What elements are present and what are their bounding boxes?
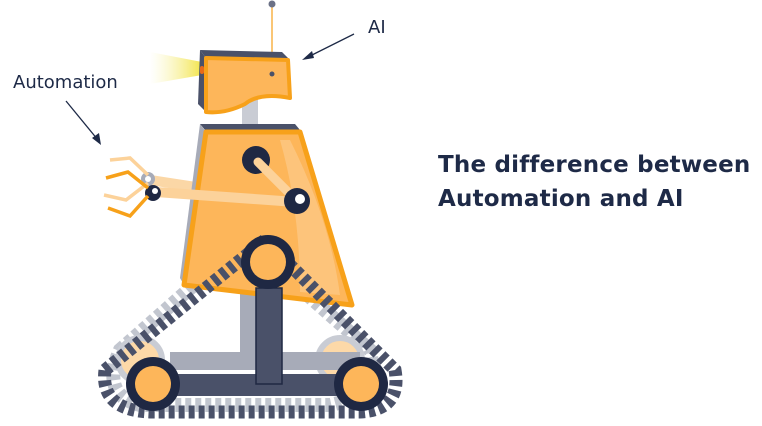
front-track <box>98 231 403 419</box>
top-wheel-icon <box>241 235 295 289</box>
page-title: The difference between Automation and AI <box>438 148 750 216</box>
robot-head <box>198 50 292 115</box>
robot-body <box>180 124 355 308</box>
title-line-1: The difference between <box>438 152 751 178</box>
front-chassis <box>170 374 360 396</box>
ai-label: AI <box>368 17 386 38</box>
automation-label: Automation <box>13 72 118 93</box>
automation-arrow-icon <box>65 100 101 145</box>
left-wheel-icon <box>126 357 180 411</box>
title-line-2: Automation and AI <box>438 186 684 212</box>
front-strut <box>255 287 283 385</box>
claw-icon <box>105 170 150 219</box>
right-wheel-icon <box>334 357 388 411</box>
headlight-icon <box>200 66 204 74</box>
headlight-beam <box>150 52 202 84</box>
ai-arrow-icon <box>302 33 355 60</box>
